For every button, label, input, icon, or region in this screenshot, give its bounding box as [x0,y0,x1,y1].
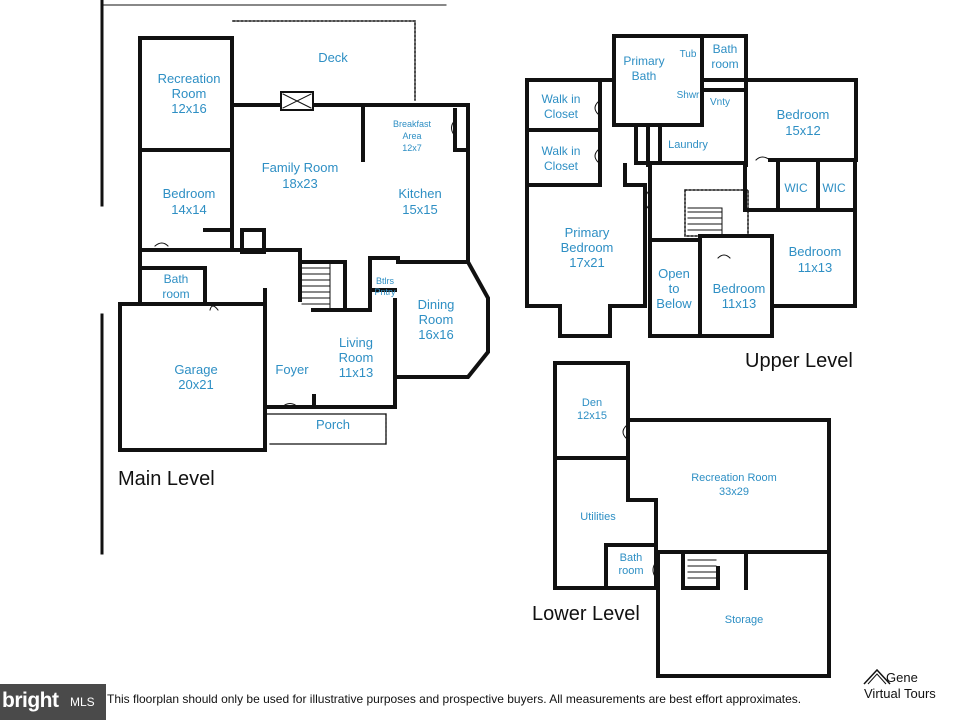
primary-bath-label-2: Bath [632,69,657,83]
living-room-size: 11x13 [339,365,373,380]
recreation-room-label-2: Room [172,86,207,101]
garage-label: Garage [174,362,217,377]
bedroom-main-label: Bedroom [163,186,216,201]
bedroom-ne-label: Bedroom [777,107,830,122]
wic-1-label: WIC [784,181,808,195]
walk-in-closet-2-label: Walk in [542,144,581,158]
recreation-room-label: Recreation [158,71,221,86]
bedroom-main-size: 14x14 [171,202,206,217]
lower-bath-label: Bath [620,552,643,564]
living-room-label-2: Room [339,350,374,365]
upper-bathroom-label-2: room [711,57,738,71]
breakfast-area-size: 12x7 [402,143,422,153]
bath-main-label-2: room [162,287,189,301]
disclaimer-text: This floorplan should only be used for i… [107,692,802,706]
breakfast-area-label: Breakfast [393,119,432,129]
bright-mls-logo: bright MLS [0,684,106,720]
stair-opening [684,189,749,237]
laundry-label: Laundry [668,139,708,151]
lower-recreation-label: Recreation Room [691,472,777,484]
lower-level-walls [553,361,831,678]
open-to-below-label-2: to [669,281,680,296]
fireplace-hearth [282,93,312,109]
bedroom-mid-label: Bedroom [713,281,766,296]
bedroom-east-size: 11x13 [798,260,832,275]
lower-stairs [687,559,717,579]
bath-main-label: Bath [164,272,189,286]
utilities-label: Utilities [580,511,616,523]
deck-outline [232,20,416,101]
primary-bedroom-size: 17x21 [569,255,604,270]
kitchen-size: 15x15 [402,202,437,217]
open-to-below-label: Open [658,266,690,281]
bright-logo-text: bright [2,689,59,712]
walk-in-closet-1-label: Walk in [542,92,581,106]
upper-level-title: Upper Level [745,350,853,372]
gene-logo-text: Gene [886,670,918,685]
mls-logo-text: MLS [70,695,95,709]
bedroom-mid-size: 11x13 [722,296,756,311]
family-room-label: Family Room [262,160,339,175]
storage-label: Storage [725,614,764,626]
roof-icon [863,668,891,685]
dining-room-label: Dining [418,297,455,312]
family-room-size: 18x23 [282,176,317,191]
den-size: 12x15 [577,410,607,422]
upper-level-walls [525,34,858,338]
upper-stairs [687,207,723,237]
foyer-label: Foyer [275,362,309,377]
porch-outline [264,413,387,445]
lower-bath-label-2: room [618,565,643,577]
living-room-label: Living [339,335,373,350]
main-level-title: Main Level [118,468,215,490]
gene-virtual-tours-logo: Gene Virtual Tours [862,666,956,706]
upper-bathroom-label: Bath [713,42,738,56]
dining-room-size: 16x16 [418,327,453,342]
breakfast-area-label-2: Area [402,131,421,141]
primary-bedroom-label-2: Bedroom [561,240,614,255]
dining-room-label-2: Room [419,312,454,327]
kitchen-label: Kitchen [398,186,441,201]
open-to-below-label-3: Below [656,296,692,311]
main-stairs [301,261,331,311]
lower-level-title: Lower Level [532,603,640,625]
recreation-room-size: 12x16 [171,101,206,116]
walk-in-closet-2-label-2: Closet [544,159,579,173]
den-label: Den [582,397,602,409]
bedroom-east-label: Bedroom [789,244,842,259]
virtual-tours-logo-text: Virtual Tours [864,686,936,701]
deck-label: Deck [318,50,348,65]
tub-label: Tub [680,49,697,60]
lower-recreation-size: 33x29 [719,486,749,498]
walk-in-closet-1-label-2: Closet [544,107,579,121]
butlers-pantry-label: Btlrs [376,276,395,286]
door-swings [154,101,771,579]
garage-size: 20x21 [178,377,213,392]
butlers-pantry-label-2: Pntry [374,287,396,297]
primary-bedroom-label: Primary [565,225,610,240]
primary-bath-label: Primary [623,54,664,68]
wic-2-label: WIC [822,181,846,195]
bedroom-ne-size: 15x12 [785,123,820,138]
vanity-label: Vnty [710,97,730,108]
porch-label: Porch [316,417,350,432]
shower-label: Shwr [677,90,700,101]
